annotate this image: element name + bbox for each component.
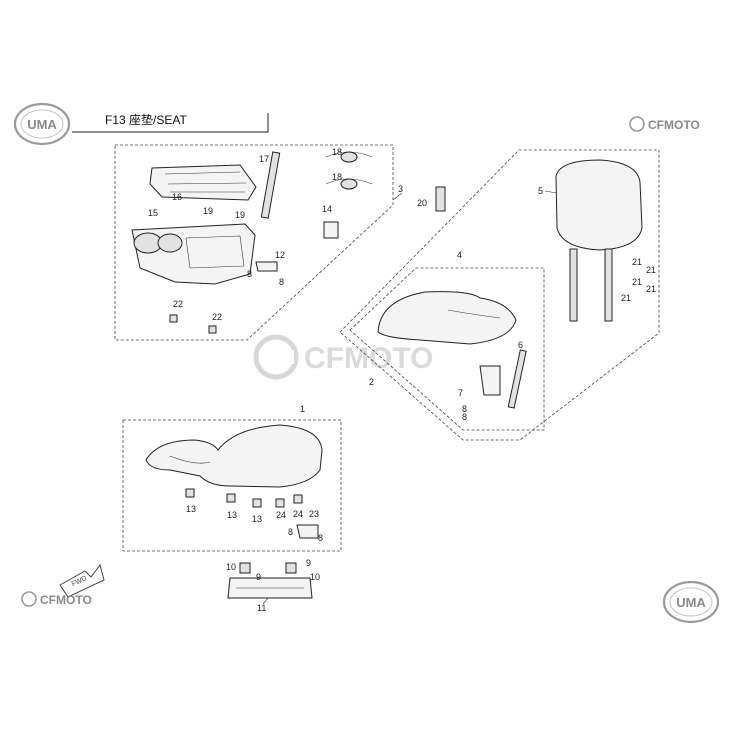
callout-8f: 8 — [318, 533, 323, 543]
callout-8e: 8 — [288, 527, 293, 537]
callout-21b: 21 — [646, 265, 656, 275]
watermark-text: CFMOTO — [304, 342, 433, 375]
screw-22 — [169, 314, 217, 334]
callout-13c: 13 — [252, 514, 262, 524]
pillion-seat-4 — [377, 291, 517, 345]
group-2-frame — [339, 149, 660, 441]
uma-logo-bottom: UMA — [662, 580, 720, 624]
bracket-23 — [296, 524, 319, 539]
uma-logo-top: UMA — [13, 102, 71, 146]
callout-21d: 21 — [646, 284, 656, 294]
bumpers-13 — [185, 488, 303, 508]
uma-bottom-text: UMA — [676, 595, 706, 610]
cfmoto-logo-text: CFMOTO — [648, 118, 700, 132]
rail-11 — [227, 577, 313, 599]
group-1-frame — [122, 419, 342, 552]
callout-5: 5 — [538, 186, 543, 196]
strap-17 — [260, 151, 281, 219]
callout-21c: 21 — [632, 277, 642, 287]
callout-11: 11 — [257, 603, 266, 613]
callout-8a: 8 — [247, 269, 252, 279]
callout-3: 3 — [398, 184, 403, 194]
group-4-frame — [349, 267, 545, 431]
callout-22b: 22 — [212, 312, 222, 322]
knobs-9 — [239, 562, 297, 574]
strap-20 — [435, 186, 446, 212]
callout-23: 23 — [309, 509, 319, 519]
callout-21e: 21 — [621, 293, 631, 303]
strap-6 — [507, 349, 527, 409]
callout-8c: 8 — [462, 404, 467, 414]
callout-10b: 10 — [310, 572, 320, 582]
cfmoto-watermark: CFMOTO — [253, 334, 433, 380]
callout-14: 14 — [322, 204, 332, 214]
group-3-frame — [114, 144, 394, 341]
lock-14 — [323, 221, 339, 239]
callout-13a: 13 — [186, 504, 196, 514]
cfmoto-bottom-text: CFMOTO — [40, 593, 92, 607]
callout-12: 12 — [275, 250, 285, 260]
page-title: F13 座垫/SEAT — [105, 112, 187, 127]
main-seat-1 — [145, 424, 323, 488]
band-18 — [325, 151, 373, 190]
bracket-7 — [479, 365, 501, 396]
callout-9b: 9 — [306, 558, 311, 568]
title-frame — [72, 113, 269, 133]
callout-8d: 8 — [462, 412, 467, 422]
callout-8b: 8 — [279, 277, 284, 287]
cfmoto-logo-top: CFMOTO — [629, 116, 700, 132]
callout-15: 15 — [148, 208, 158, 218]
callout-7: 7 — [458, 388, 463, 398]
callout-1: 1 — [300, 404, 305, 414]
storage-box — [131, 223, 256, 285]
storage-tray-top — [149, 164, 257, 201]
bracket-12 — [255, 261, 278, 272]
callout-10a: 10 — [226, 562, 236, 572]
callout-19b: 19 — [235, 210, 245, 220]
callout-13b: 13 — [227, 510, 237, 520]
callout-20: 20 — [417, 198, 427, 208]
callout-19a: 19 — [203, 206, 213, 216]
callout-9a: 9 — [256, 572, 261, 582]
callout-4: 4 — [457, 250, 462, 260]
callout-18b: 18 — [332, 172, 342, 182]
cfmoto-logo-bottom: CFMOTO — [21, 591, 92, 607]
callout-16: 16 — [172, 192, 182, 202]
fwd-arrow-icon: FWD — [59, 563, 105, 598]
callout-22a: 22 — [173, 299, 183, 309]
callout-6: 6 — [518, 340, 523, 350]
callout-17: 17 — [259, 154, 269, 164]
callout-24b: 24 — [293, 509, 303, 519]
callout-24a: 24 — [276, 510, 286, 520]
callout-18a: 18 — [332, 147, 342, 157]
callout-labels: 3 16 15 19 19 17 18 18 14 12 8 8 22 22 2… — [148, 147, 656, 613]
callout-2: 2 — [369, 377, 374, 387]
uma-logo-text: UMA — [27, 117, 57, 132]
callout-21a: 21 — [632, 257, 642, 267]
backrest-5 — [555, 159, 643, 322]
